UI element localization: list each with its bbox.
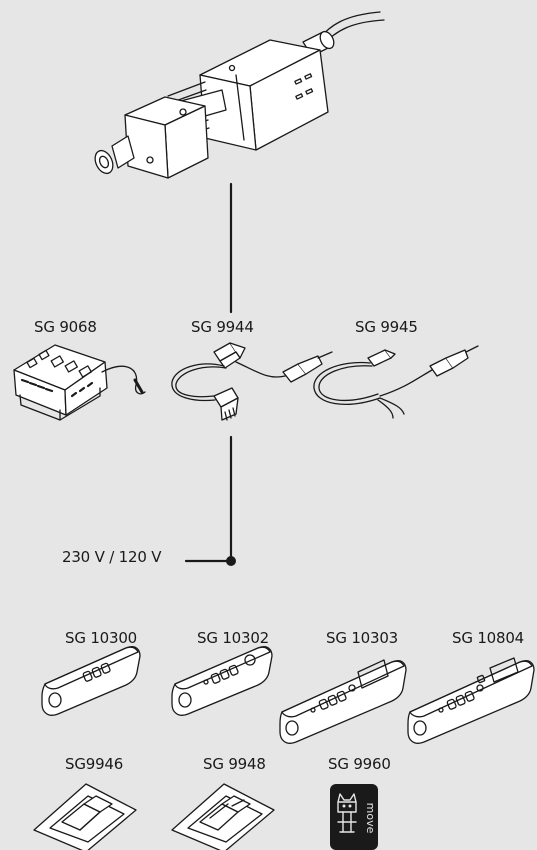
sg9944-cable-illustration bbox=[171, 342, 333, 421]
app-badge-text: move bbox=[364, 803, 377, 834]
label-sg9068: SG 9068 bbox=[34, 318, 97, 336]
sg9945-cable-illustration bbox=[313, 345, 479, 419]
sg9946-wall-switch-illustration bbox=[33, 783, 137, 850]
label-sg10303: SG 10303 bbox=[326, 629, 399, 647]
sg10303-remote-illustration bbox=[279, 659, 407, 744]
sg9068-receiver-illustration bbox=[13, 344, 146, 421]
sg10300-remote-illustration bbox=[41, 646, 141, 716]
label-sg9946: SG9946 bbox=[65, 755, 124, 773]
sg9960-app-icon: move bbox=[330, 784, 378, 850]
label-sg10300: SG 10300 bbox=[65, 629, 138, 647]
label-sg9948: SG 9948 bbox=[203, 755, 266, 773]
label-sg10804: SG 10804 bbox=[452, 629, 525, 647]
label-sg9944: SG 9944 bbox=[191, 318, 254, 336]
motor-illustration bbox=[94, 11, 385, 179]
label-sg10302: SG 10302 bbox=[197, 629, 270, 647]
cat-logo-icon bbox=[337, 793, 357, 833]
sg9948-wall-switch-illustration bbox=[171, 783, 275, 850]
label-sg9945: SG 9945 bbox=[355, 318, 418, 336]
sg10804-remote-illustration bbox=[407, 657, 535, 744]
label-supply-voltage: 230 V / 120 V bbox=[62, 548, 162, 566]
junction-dot bbox=[226, 556, 236, 566]
sg10302-remote-illustration bbox=[171, 646, 273, 716]
label-sg9960: SG 9960 bbox=[328, 755, 391, 773]
